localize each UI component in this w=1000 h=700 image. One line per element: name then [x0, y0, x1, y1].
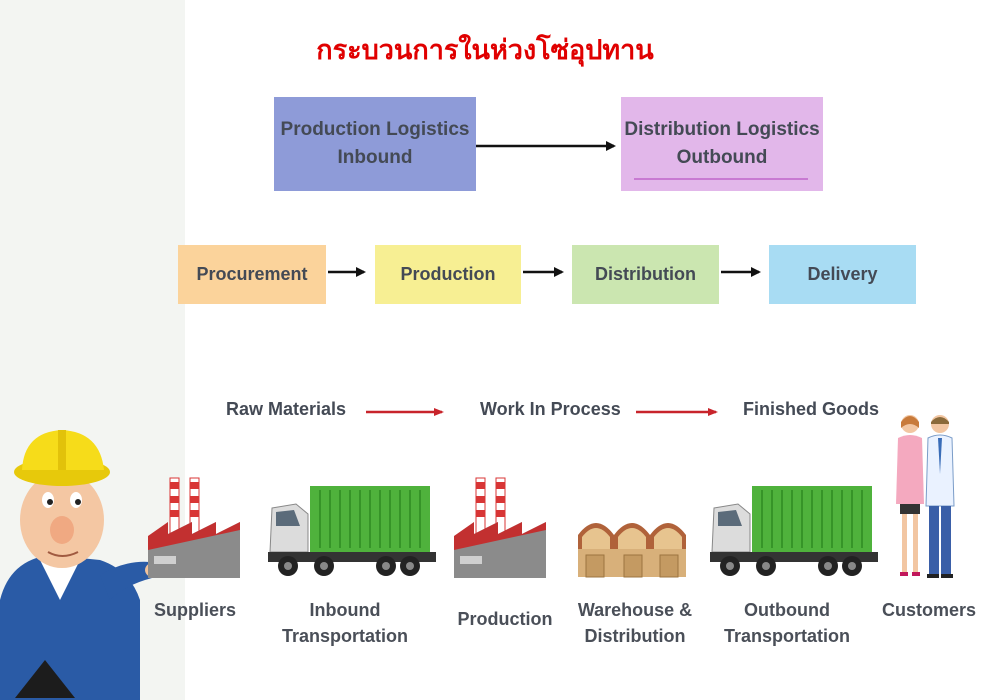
entity-production-label: Production: [457, 609, 553, 629]
warehouse-icon: [578, 523, 686, 578]
entity-customers-label: Customers: [881, 600, 977, 620]
raw-materials-label: Raw Materials: [226, 399, 347, 419]
entity-inbound-transportation-label: Inbound Transportation: [281, 600, 408, 646]
stage-distribution-box: Distribution: [572, 245, 719, 304]
stage-delivery-label: Delivery: [807, 264, 878, 284]
production-factory-icon: [454, 477, 546, 578]
stage-procurement-box: Procurement: [178, 245, 326, 304]
outbound-truck-icon: [710, 486, 878, 576]
work-in-process-label: Work In Process: [480, 399, 621, 419]
distribution-logistics-label: Distribution Logistics: [624, 119, 820, 140]
customers-icon: [896, 415, 955, 578]
stage-production-label: Production: [400, 264, 496, 284]
production-logistics-label: Production Logistics: [280, 119, 470, 140]
production-logistics-box: Production Logistics Inbound: [274, 97, 476, 191]
stage-delivery-box: Delivery: [769, 245, 916, 304]
stage-production-box: Production: [375, 245, 521, 304]
stage-procurement-label: Procurement: [196, 264, 308, 284]
worker-character-icon: [0, 430, 165, 700]
distribution-logistics-sublabel: Outbound: [676, 147, 768, 168]
entity-warehouse-distribution-label: Warehouse & Distribution: [577, 600, 693, 646]
entity-suppliers-label: Suppliers: [153, 600, 237, 620]
entity-outbound-transportation-label: Outbound Transportation: [723, 600, 850, 646]
inbound-truck-icon: [268, 486, 436, 576]
stage-distribution-label: Distribution: [595, 264, 696, 284]
distribution-logistics-box: Distribution Logistics Outbound: [621, 97, 823, 191]
suppliers-factory-icon: [148, 477, 240, 578]
production-logistics-sublabel: Inbound: [337, 147, 413, 168]
finished-goods-label: Finished Goods: [743, 399, 880, 419]
page-title: กระบวนการในห่วงโซ่อุปทาน: [316, 35, 654, 66]
